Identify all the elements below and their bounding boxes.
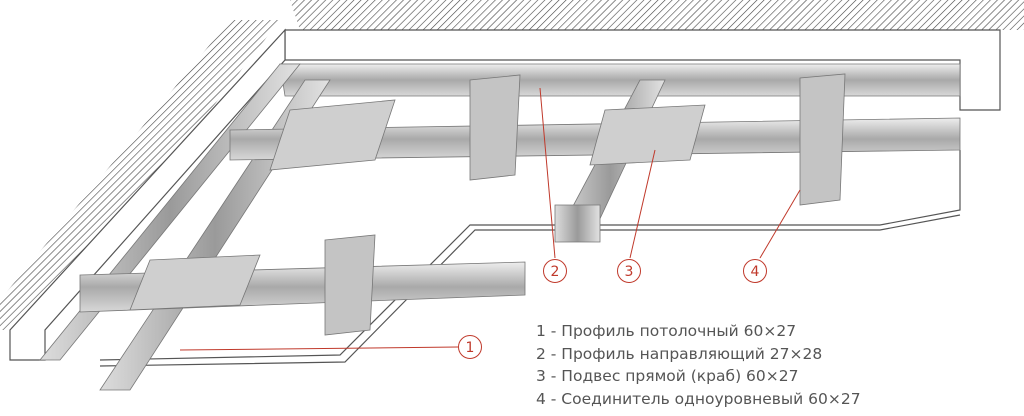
callout-1: 1: [458, 335, 482, 359]
legend-item: 4 - Соединитель одноуровневый 60×27: [536, 389, 861, 408]
callout-4: 4: [743, 259, 767, 283]
callout-3: 3: [617, 259, 641, 283]
connectors: [129, 99, 706, 311]
callout-2: 2: [543, 259, 567, 283]
legend-item: 2 - Профиль направляющий 27×28: [536, 344, 823, 363]
legend: 1 - Профиль потолочный 60×27 2 - Профиль…: [536, 320, 861, 410]
legend-item: 1 - Профиль потолочный 60×27: [536, 322, 797, 340]
hangers: [324, 73, 846, 336]
ceiling-hatch: [0, 0, 1024, 330]
legend-item: 3 - Подвес прямой (краб) 60×27: [536, 367, 799, 385]
leader-lines: [179, 87, 801, 351]
ceiling-outline: [99, 150, 961, 367]
wall: [9, 28, 1001, 361]
